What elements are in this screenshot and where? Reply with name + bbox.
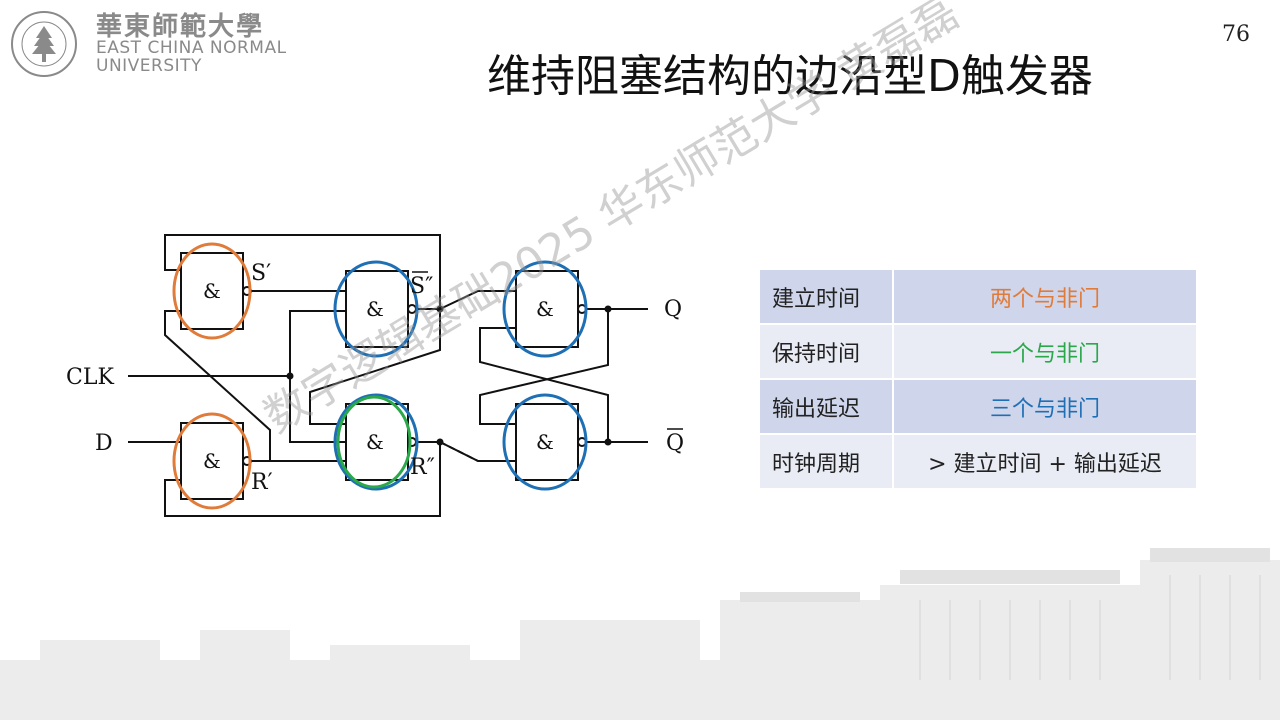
highlight-orange-gate1 [172,242,252,340]
table-row: 建立时间 两个与非门 [760,270,1196,323]
table-row: 保持时间 一个与非门 [760,325,1196,378]
row-value: > 建立时间 + 输出延迟 [892,435,1196,488]
label-clk: CLK [66,365,114,390]
row-value: 一个与非门 [892,325,1196,378]
gate-5-symbol: & [536,297,554,321]
highlight-green-gate4 [336,395,412,489]
row-key: 输出延迟 [760,380,892,433]
slide-title: 维持阻塞结构的边沿型D触发器 [487,51,1093,102]
row-value: 两个与非门 [892,270,1196,323]
gate-4-symbol: & [366,430,384,454]
highlight-blue-gate3 [333,260,419,358]
gate-1-symbol: & [203,279,221,303]
label-r-prime: R′ [251,470,273,495]
gate-2-symbol: & [203,449,221,473]
label-q-bar: Q [666,431,684,456]
row-key: 保持时间 [760,325,892,378]
highlight-blue-gate5 [502,260,588,358]
logo-english-line1: EAST CHINA NORMAL [96,38,287,58]
label-r-double: R″ [410,455,435,480]
timing-table: 建立时间 两个与非门 保持时间 一个与非门 输出延迟 三个与非门 时钟周期 > … [760,268,1196,490]
university-logo [11,11,77,77]
table-row: 时钟周期 > 建立时间 + 输出延迟 [760,435,1196,488]
row-value: 三个与非门 [892,380,1196,433]
label-s-double: S″ [410,274,433,299]
logo-english-line2: UNIVERSITY [96,56,202,76]
label-s-prime: S′ [251,261,271,286]
gate-6-symbol: & [536,430,554,454]
pine-tree-icon [32,26,56,62]
logo-chinese-name: 華東師範大學 [96,12,265,42]
label-d: D [95,431,113,456]
label-q: Q [664,297,682,322]
table-row: 输出延迟 三个与非门 [760,380,1196,433]
row-key: 时钟周期 [760,435,892,488]
page-number: 76 [1222,22,1250,47]
row-key: 建立时间 [760,270,892,323]
highlight-orange-gate2 [172,412,252,510]
gate-3-symbol: & [366,297,384,321]
highlight-blue-gate6 [502,393,588,491]
highlight-blue-gate4 [333,393,419,491]
